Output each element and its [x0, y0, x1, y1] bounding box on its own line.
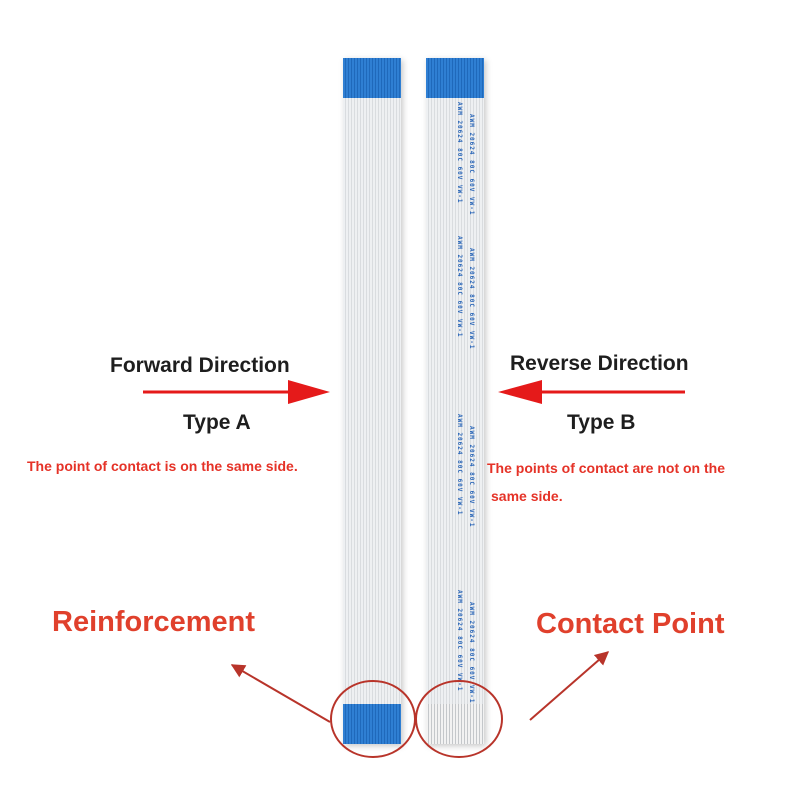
reverse-direction-label: Reverse Direction [510, 352, 689, 375]
cable-print-7: AWM 20624 80C 60V VW-1 [456, 590, 463, 692]
contact-point-pointer [529, 651, 610, 721]
type-a-label: Type A [183, 411, 251, 434]
bottom-reinforcement-a [343, 704, 401, 744]
cable-print-4: AWM 20624 80C 60V VW-1 [468, 248, 475, 350]
forward-note: The point of contact is on the same side… [27, 458, 298, 474]
top-reinforcement-b [426, 58, 484, 98]
cable-print-5: AWM 20624 80C 60V VW-1 [456, 414, 463, 516]
forward-arrow [143, 380, 330, 404]
cable-print-1: AWM 20624 80C 60V VW-1 [456, 102, 463, 204]
cable-print-6: AWM 20624 80C 60V VW-1 [468, 426, 475, 528]
contact-point-circle [415, 680, 503, 758]
reinforcement-pointer [230, 664, 331, 723]
forward-direction-label: Forward Direction [110, 354, 290, 377]
type-b-label: Type B [567, 411, 636, 434]
cable-type-b: AWM 20624 80C 60V VW-1 AWM 20624 80C 60V… [426, 58, 484, 744]
reinforcement-circle [330, 680, 416, 758]
cable-print-2: AWM 20624 80C 60V VW-1 [468, 114, 475, 216]
bottom-contact-b [426, 704, 484, 744]
reverse-note-line1: The points of contact are not on the [487, 460, 725, 476]
reverse-note-line2: same side. [491, 488, 563, 504]
contact-point-callout: Contact Point [536, 608, 725, 640]
cable-print-3: AWM 20624 80C 60V VW-1 [456, 236, 463, 338]
cable-type-a [343, 58, 401, 744]
reverse-arrow [498, 380, 685, 404]
top-reinforcement-a [343, 58, 401, 98]
cable-print-8: AWM 20624 80C 60V VW-1 [468, 602, 475, 704]
reinforcement-callout: Reinforcement [52, 606, 256, 638]
